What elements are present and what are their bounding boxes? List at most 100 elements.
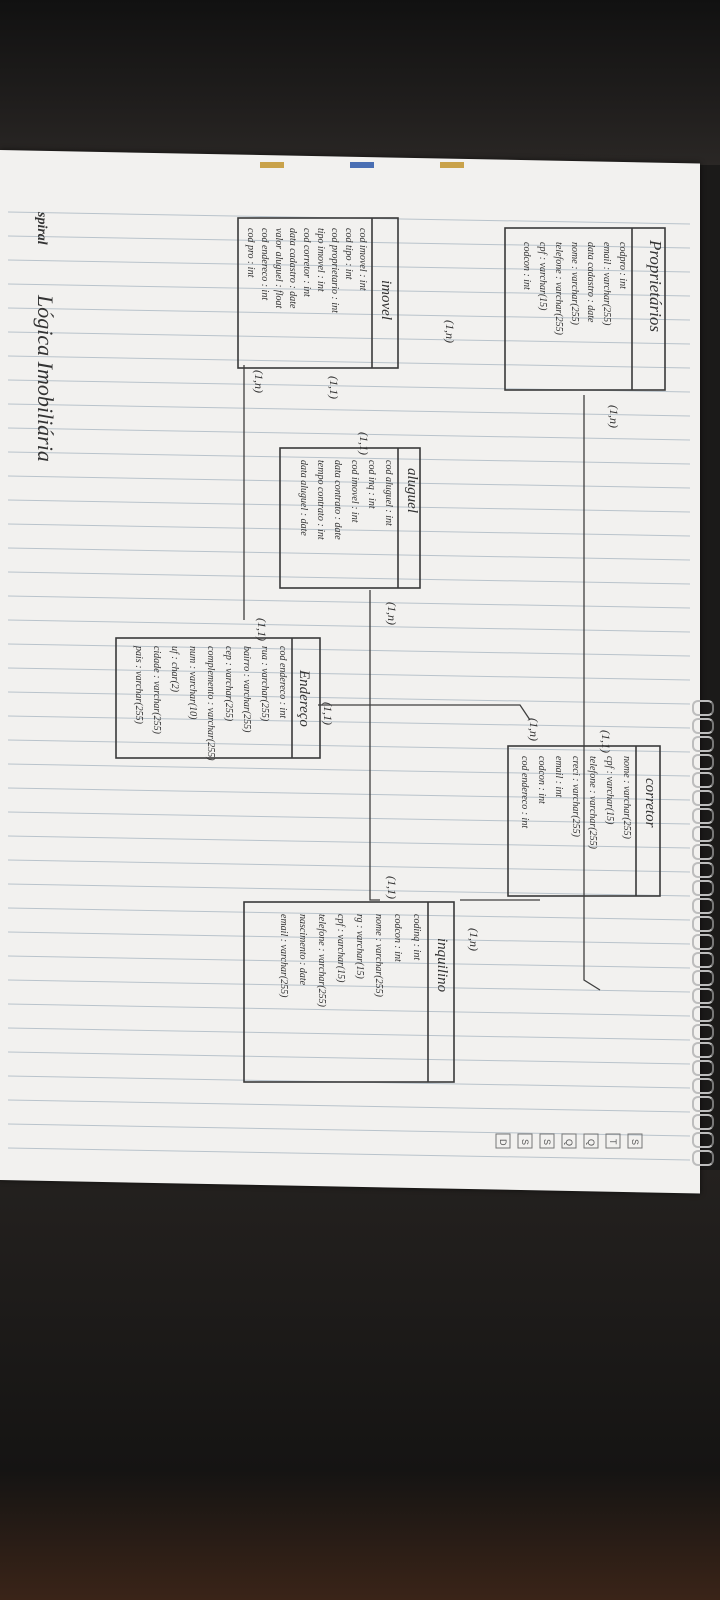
weekday-letter: Q <box>586 1139 596 1146</box>
spiral-coil <box>692 1096 714 1112</box>
ruled-line <box>7 1051 691 1065</box>
cardinality-label: (1,n) <box>467 928 481 951</box>
inquilino-field: email : varchar(255) <box>278 914 289 998</box>
aluguel-field: cod aluguel : int <box>383 460 394 526</box>
ruled-line <box>7 475 691 489</box>
inquilino-field: codcon : int <box>392 914 403 962</box>
endereco-field: cidade : varchar(255) <box>151 646 162 735</box>
proprietarios-field: telefone : varchar(255) <box>553 242 564 336</box>
endereco-field: pais : varchar(255) <box>133 645 144 725</box>
corretor-field: nome : varchar(255) <box>621 756 632 840</box>
ruled-line <box>7 835 691 849</box>
ruled-line <box>7 643 691 657</box>
entity-endereco <box>115 637 321 759</box>
corretor-title: corretor <box>642 778 658 828</box>
inquilino-field: codinq : int <box>411 914 422 960</box>
brand-logo: spiral <box>34 211 49 245</box>
spiral-coil <box>692 898 714 914</box>
weekday-box <box>517 1133 533 1149</box>
aluguel-field: cod imovel : int <box>349 460 360 523</box>
imovel-title: imovel <box>378 280 394 320</box>
proprietarios-field: email : varchar(255) <box>601 242 612 326</box>
entity-corretor <box>507 745 661 897</box>
weekday-box <box>583 1133 599 1149</box>
ruled-line <box>7 1099 691 1113</box>
ruled-line <box>7 427 691 441</box>
ruled-lines <box>7 211 691 1161</box>
cardinality-label: (1,1) <box>327 376 341 399</box>
spiral-coil <box>692 826 714 842</box>
proprietarios-field: nome : varchar(255) <box>569 242 580 326</box>
weekday-letter: S <box>520 1139 530 1145</box>
endereco-field: rua : varchar(255) <box>259 646 270 722</box>
inquilino-field: rg : varchar(15) <box>354 914 365 979</box>
cardinality-label: (1,n) <box>607 405 621 428</box>
inquilino-field: telefone : varchar(255) <box>316 914 327 1008</box>
spiral-coil <box>692 862 714 878</box>
cardinality-label: (1,1) <box>357 432 371 455</box>
ruled-line <box>7 979 691 993</box>
top-color-tabs <box>260 162 464 168</box>
spiral-coil <box>692 916 714 932</box>
ruled-line <box>7 859 691 873</box>
entity-proprietarios <box>504 227 666 391</box>
ruled-line <box>7 739 691 753</box>
ruled-line <box>7 883 691 897</box>
endereco-field: cep : varchar(255) <box>223 646 234 722</box>
ruled-line <box>7 763 691 777</box>
ruled-line <box>7 1027 691 1041</box>
spiral-coil <box>692 736 714 752</box>
ruled-line <box>7 787 691 801</box>
spiral-coil <box>692 1150 714 1166</box>
endereco-title: Endereço <box>296 669 312 727</box>
ruled-line <box>7 715 691 729</box>
proprietarios-field: data cadastro : date <box>585 242 596 323</box>
inquilino-field: nome : varchar(255) <box>373 914 384 998</box>
spiral-coil <box>692 1114 714 1130</box>
weekday-box <box>561 1133 577 1149</box>
weekday-box <box>539 1133 555 1149</box>
ruled-line <box>7 235 691 249</box>
line-aluguel-inquilino <box>369 590 380 901</box>
weekday-box <box>627 1133 643 1149</box>
spiral-coil <box>692 1042 714 1058</box>
entity-imovel <box>237 217 399 369</box>
imovel-field: cod proprietario : int <box>329 228 340 313</box>
imovel-field: valor aluguel : float <box>273 228 284 308</box>
corretor-field: email : int <box>553 756 564 797</box>
sheet-title: Lógica Imobiliária <box>33 294 58 462</box>
spiral-coil <box>692 952 714 968</box>
spiral-coil <box>692 754 714 770</box>
spiral-coil <box>692 790 714 806</box>
cardinality-label: (1,n) <box>385 602 399 625</box>
spiral-coil <box>692 988 714 1004</box>
ruled-line <box>7 1003 691 1017</box>
ruled-line <box>7 451 691 465</box>
background-bottom <box>0 1170 720 1600</box>
aluguel-field: data contrato : date <box>332 460 343 540</box>
aluguel-field: cod inq : int <box>366 460 377 509</box>
cardinality-label: (1,1) <box>321 702 335 725</box>
ruled-line <box>7 355 691 369</box>
corretor-fields: nome : varchar(255)cpf : varchar(15)tele… <box>519 756 632 850</box>
aluguel-fields: cod aluguel : int cod inq : int cod imovel… <box>298 460 394 540</box>
ruled-line <box>7 523 691 537</box>
background-top <box>0 0 720 165</box>
cardinality-labels: (1,n)(1,n)(1,1)(1,1)(1,n)(1,n)(1,1)(1,1)… <box>252 320 621 951</box>
proprietarios-field: codcon : int <box>521 242 532 290</box>
endereco-field: uf : char(2) <box>169 646 180 693</box>
spiral-coil <box>692 1078 714 1094</box>
spiral-coil <box>692 1060 714 1076</box>
inquilino-field: cpf : varchar(15) <box>335 914 346 983</box>
ruled-line <box>7 691 691 705</box>
inquilino-field: nascimento : date <box>297 914 308 986</box>
ruled-line <box>7 667 691 681</box>
ruled-line <box>7 931 691 945</box>
ruled-line <box>7 955 691 969</box>
spiral-coil <box>692 1006 714 1022</box>
cardinality-label: (1,n) <box>252 370 266 393</box>
corretor-field: codcon : int <box>536 756 547 804</box>
line-endereco-corretor <box>318 704 531 721</box>
